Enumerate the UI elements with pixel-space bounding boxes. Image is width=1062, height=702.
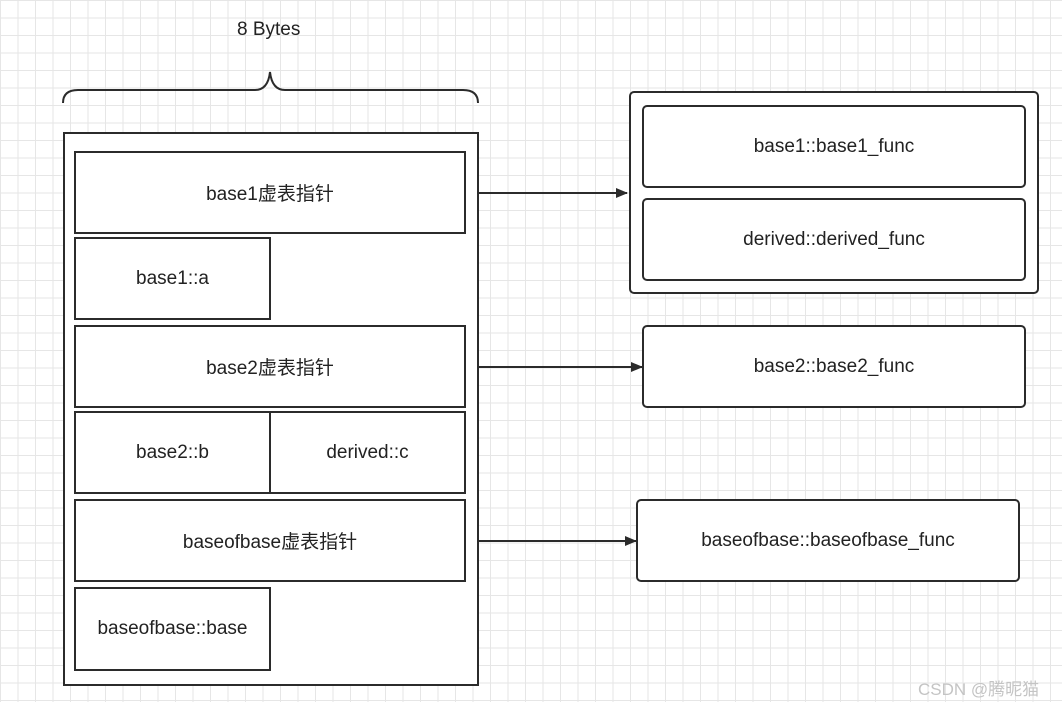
width-brace xyxy=(62,71,479,104)
watermark: CSDN @腾昵猫 xyxy=(918,680,1040,699)
baseofbase-base-slot: baseofbase::base xyxy=(74,587,271,671)
vtable-entry-derived-func: derived::derived_func xyxy=(642,198,1026,281)
base1-vptr-slot: base1虚表指针 xyxy=(74,151,466,234)
base1-a-slot: base1::a xyxy=(74,237,271,320)
derived-c-slot: derived::c xyxy=(269,411,466,494)
vtable-entry-base1-func: base1::base1_func xyxy=(642,105,1026,188)
vtable-entry-base2-func: base2::base2_func xyxy=(642,325,1026,408)
vtable-entry-baseofbase-func: baseofbase::baseofbase_func xyxy=(636,499,1020,582)
base2-vptr-slot: base2虚表指针 xyxy=(74,325,466,408)
width-label: 8 Bytes xyxy=(237,19,301,40)
baseofbase-vptr-slot: baseofbase虚表指针 xyxy=(74,499,466,582)
base2-b-slot: base2::b xyxy=(74,411,271,494)
